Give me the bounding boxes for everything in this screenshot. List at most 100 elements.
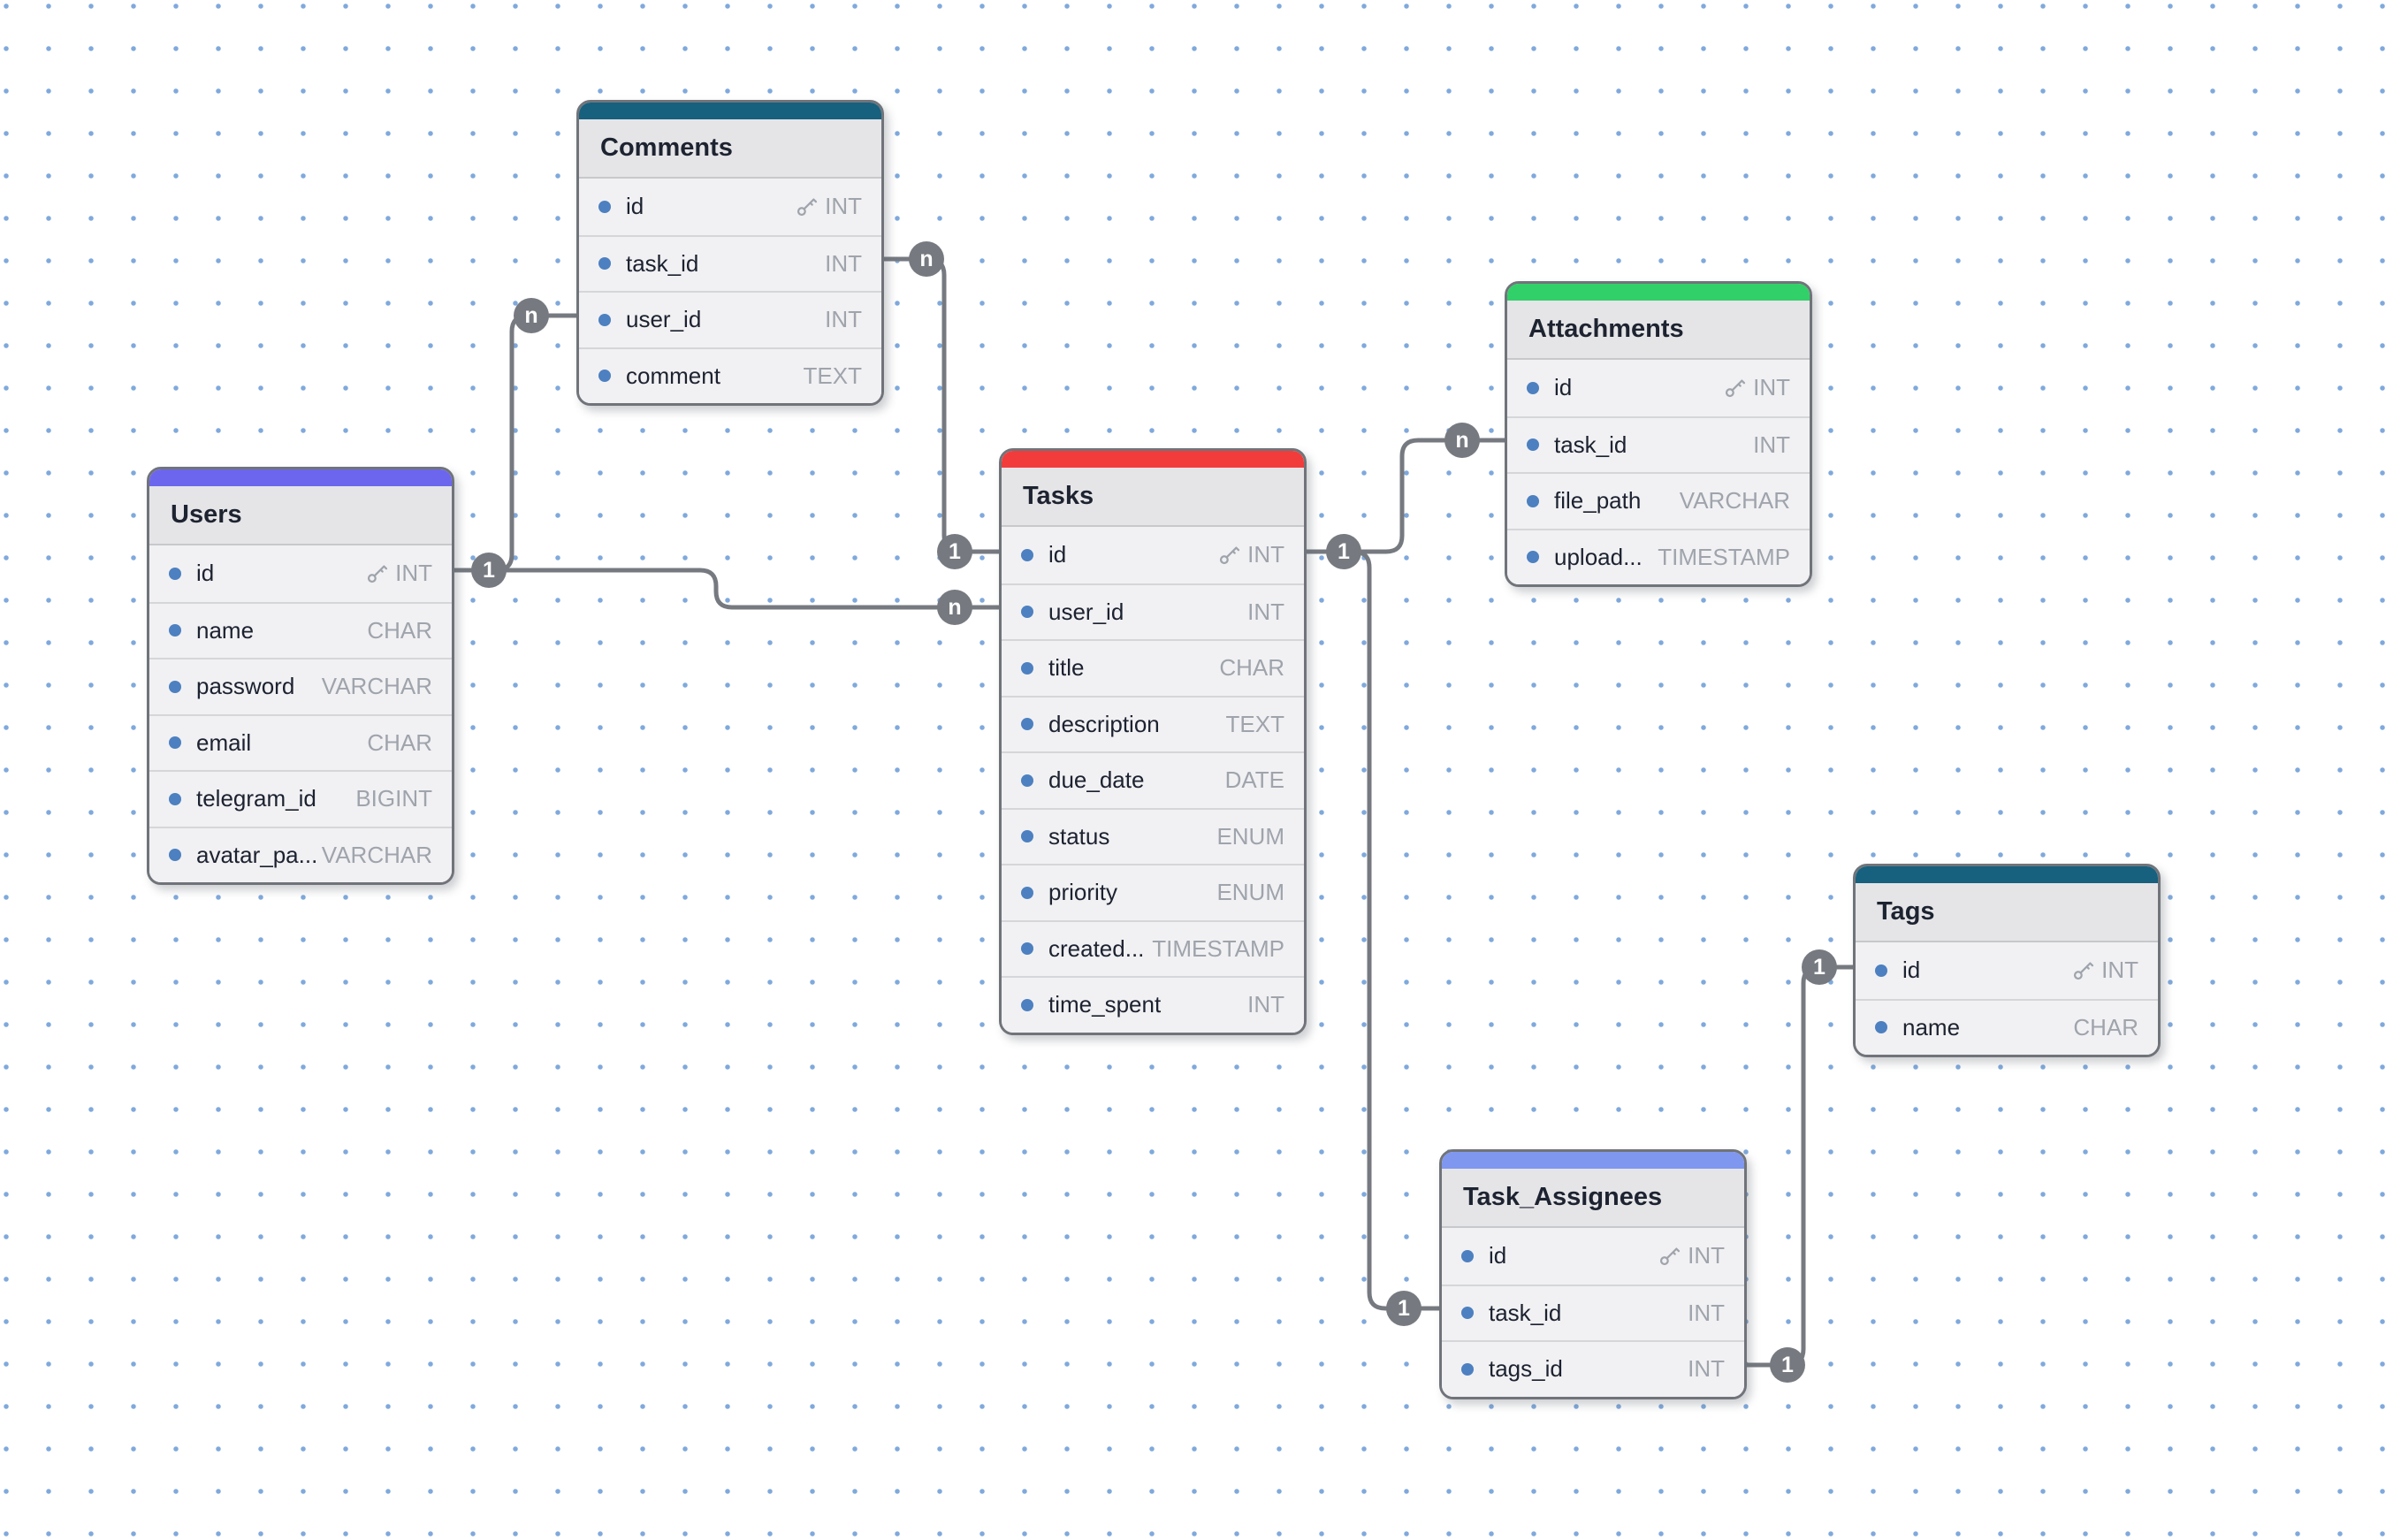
field-type: INT (825, 250, 862, 278)
field-type-label: VARCHAR (321, 841, 432, 868)
field-type-label: INT (1247, 598, 1284, 625)
field-name: id (1554, 374, 1573, 401)
field-type: INT (1658, 1242, 1725, 1269)
field-type-label: INT (1753, 374, 1790, 401)
field-name: email (196, 728, 252, 756)
field-dot-icon (1021, 718, 1033, 731)
cardinality-badge-comments-user-id-many: n (514, 298, 549, 333)
field-dot-icon (169, 567, 181, 580)
field-name: id (196, 560, 215, 587)
field-attachments-3[interactable]: upload...TIMESTAMP (1507, 528, 1810, 584)
field-type-label: TEXT (1225, 710, 1284, 737)
field-dot-icon (169, 680, 181, 693)
field-type: DATE (1225, 766, 1284, 794)
field-type: ENUM (1216, 823, 1284, 850)
field-type: INT (1723, 374, 1790, 401)
field-type-label: TEXT (803, 362, 862, 389)
field-type-label: VARCHAR (321, 673, 432, 700)
relationship-users-id__comments-user-id[interactable] (449, 313, 576, 573)
field-type-label: INT (1688, 1355, 1725, 1383)
field-dot-icon (1021, 606, 1033, 619)
field-name: created... (1048, 934, 1145, 962)
field-dot-icon (1021, 886, 1033, 899)
field-type: VARCHAR (322, 673, 432, 700)
field-attachments-0[interactable]: id INT (1507, 360, 1810, 416)
field-dot-icon (1021, 942, 1033, 956)
table-accent-bar-tasks (1002, 451, 1304, 468)
field-type-label: INT (825, 306, 862, 333)
field-dot-icon (1875, 1021, 1887, 1034)
field-name: name (1902, 1013, 1961, 1041)
cardinality-badge-attachments-task-id-many: n (1444, 423, 1480, 458)
field-name: description (1048, 710, 1160, 737)
field-type-label: CHAR (367, 616, 432, 644)
cardinality-badge-users-id-one: 1 (471, 553, 507, 588)
field-dot-icon (1021, 830, 1033, 843)
field-dot-icon (169, 849, 181, 862)
cardinality-badge-task-assignees-task-id-one: 1 (1386, 1291, 1422, 1326)
field-name: id (626, 193, 644, 220)
field-type: BIGINT (355, 785, 432, 812)
field-name: time_spent (1048, 991, 1162, 1018)
field-name: tags_id (1489, 1355, 1563, 1383)
field-tasks-7[interactable]: created...TIMESTAMP (1002, 919, 1304, 976)
field-dot-icon (1875, 964, 1887, 977)
field-type-label: INT (825, 249, 862, 277)
field-dot-icon (169, 736, 181, 750)
table-accent-bar-tags (1856, 866, 2158, 883)
field-name: password (196, 673, 295, 700)
field-tasks-3[interactable]: description TEXT (1002, 695, 1304, 751)
field-dot-icon (169, 792, 181, 805)
field-type: CHAR (367, 729, 432, 757)
field-users-2[interactable]: password VARCHAR (149, 658, 452, 714)
table-title-task_assignees: Task_Assignees (1442, 1169, 1744, 1228)
relationship-users-id__tasks-user-id[interactable] (449, 568, 999, 610)
field-type: INT (1217, 541, 1284, 568)
table-title-tags: Tags (1856, 883, 2158, 942)
field-task_assignees-2[interactable]: tags_id INT (1442, 1340, 1744, 1397)
field-dot-icon (1461, 1362, 1474, 1376)
relationship-comments-task-id__tasks-id[interactable] (879, 256, 999, 554)
cardinality-badge-tasks-id-one-right: 1 (1326, 534, 1361, 569)
field-type: ENUM (1216, 879, 1284, 906)
field-dot-icon (1527, 494, 1539, 507)
table-accent-bar-attachments (1507, 284, 1810, 301)
field-type: INT (1688, 1355, 1725, 1383)
relationship-tags-id__task-assignees-tags-id[interactable] (1742, 964, 1853, 1368)
field-type-label: INT (1753, 431, 1790, 458)
relationship-tasks-id__task-assignees-task-id[interactable] (1301, 549, 1439, 1311)
relationship-tasks-id__attachments-task-id[interactable] (1301, 438, 1505, 554)
field-users-5[interactable]: avatar_pa...VARCHAR (149, 826, 452, 882)
field-type: INT (825, 306, 862, 333)
field-users-3[interactable]: email CHAR (149, 713, 452, 770)
cardinality-badge-task-assignees-tags-id-one: 1 (1770, 1347, 1805, 1383)
primary-key-icon (2074, 962, 2094, 980)
